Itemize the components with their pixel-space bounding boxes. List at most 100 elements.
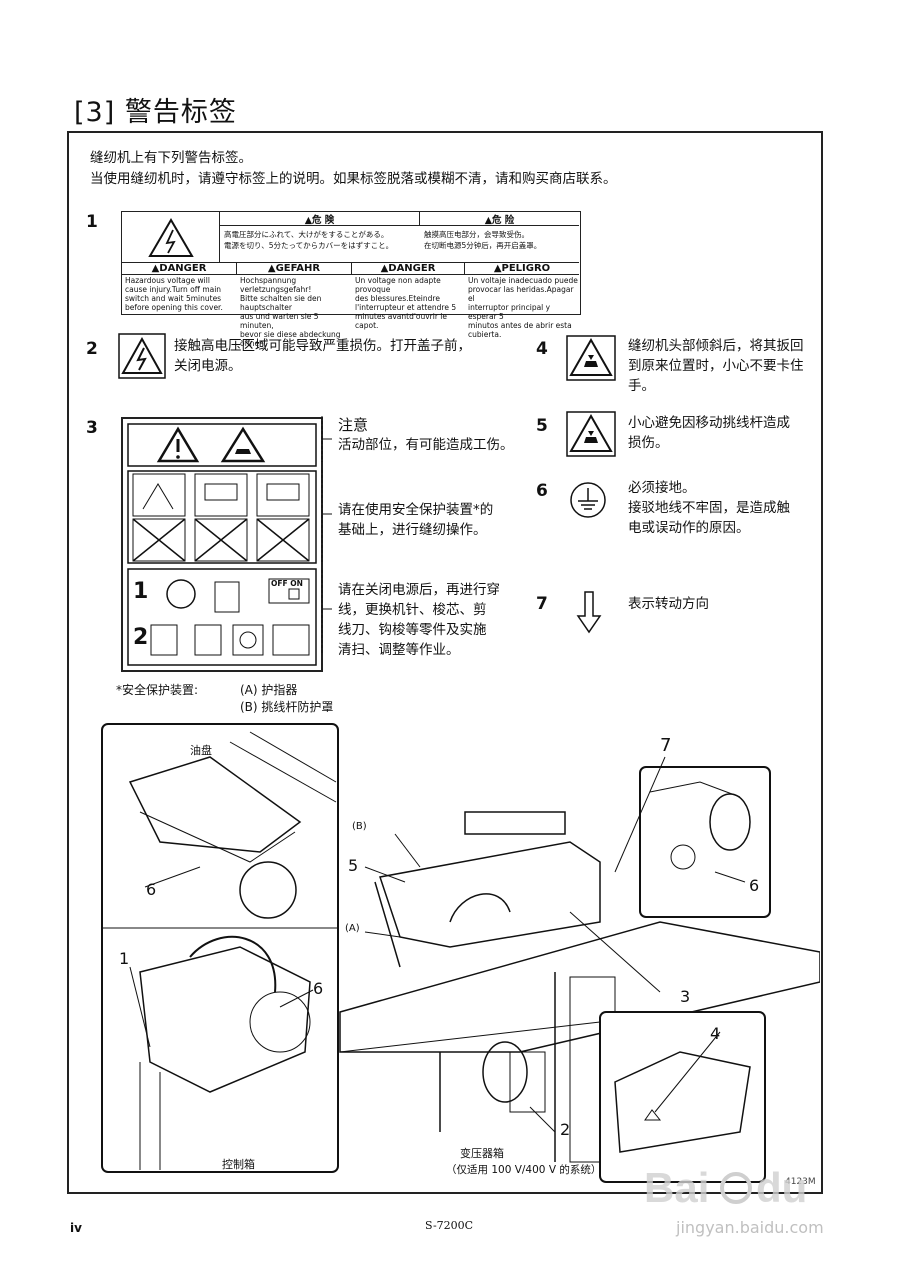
kiken-cn-text: 触摸高压电部分，会导致受伤。 在切断电源5分钟后，再开启盖罩。 <box>424 229 578 251</box>
item-number-2: 2 <box>86 339 98 359</box>
kiken-cn-line-1: 触摸高压电部分，会导致受伤。 <box>424 230 529 239</box>
item-3a-line-2: 活动部位，有可能造成工伤。 <box>338 437 514 453</box>
baidu-watermark-logo: Bai du <box>640 1160 840 1220</box>
danger-fr-line-3: l'interrupteur et attendre 5 <box>355 303 457 312</box>
watermark-url: jingyan.baidu.com <box>676 1218 824 1237</box>
high-voltage-icon <box>122 212 220 263</box>
content-frame <box>67 131 823 1194</box>
item-number-3: 3 <box>86 418 98 438</box>
callout-3: 3 <box>680 987 691 1006</box>
callout-a: (A) <box>345 923 360 934</box>
peligro-line-3: interruptor principal y esperar 5 <box>468 303 551 321</box>
kiken-cn-line-2: 在切断电源5分钟后，再开启盖罩。 <box>424 241 542 250</box>
kiken-jp-line-1: 高電圧部分にふれて、大けがをすることがある。 <box>224 230 389 239</box>
danger-en-line-4: before opening this cover. <box>125 303 223 312</box>
callout-1: 1 <box>119 949 130 968</box>
danger-en-line-2: cause injury.Turn off main <box>125 285 222 294</box>
intro-line-1: 缝纫机上有下列警告标签。 <box>90 150 252 166</box>
transformer-label: 变压器箱 <box>460 1147 504 1160</box>
control-box-label: 控制箱 <box>222 1158 255 1171</box>
danger-fr-text: Un voltage non adapte provoque des bless… <box>355 276 463 330</box>
danger-en-line-3: switch and wait 5minutes <box>125 294 222 303</box>
bracket-lines <box>321 416 332 654</box>
warning-label-1: ▲危 険 高電圧部分にふれて、大けがをすることがある。 電源を切り、5分たってか… <box>121 211 581 348</box>
label-divider <box>220 250 579 263</box>
item-3c-line-2: 线，更换机针、梭芯、剪 <box>338 602 487 618</box>
peligro-line-1: Un voltaje inadecuado puede <box>468 276 578 285</box>
danger-fr-heading: ▲DANGER <box>352 263 465 275</box>
high-voltage-warning-icon <box>118 333 166 383</box>
page-number: iv <box>70 1221 82 1235</box>
intro-line-2: 当使用缝纫机时，请遵守标签上的说明。如果标签脱落或模糊不清，请和购买商店联系。 <box>90 171 617 187</box>
item-3c-line-4: 清扫、调整等作业。 <box>338 642 460 658</box>
item-7-text: 表示转动方向 <box>628 596 709 612</box>
danger-fr-line-4: minutes avantd'ouvrir le capot. <box>355 312 448 330</box>
item-4-line-1: 缝纫机头部倾斜后，将其扳回 <box>628 338 804 354</box>
callout-5: 5 <box>348 856 359 875</box>
gefahr-heading: ▲GEFAHR <box>237 263 352 275</box>
gefahr-line-3: aus und warten sie 5 minuten, <box>240 312 319 330</box>
item-5-line-2: 损伤。 <box>628 435 669 451</box>
warning-label-3: 1 2 OFF ON <box>121 417 323 672</box>
callout-4: 4 <box>710 1024 721 1043</box>
danger-fr-line-2: des blessures.Eteindre <box>355 294 440 303</box>
item-3-guard-text: 请在使用安全保护装置*的 基础上，进行缝纫操作。 <box>338 500 538 540</box>
danger-fr-line-1: Un voltage non adapte provoque <box>355 276 441 294</box>
item-number-4: 4 <box>536 339 548 359</box>
item-number-7: 7 <box>536 594 548 614</box>
figure-id: 4123M <box>785 1177 816 1187</box>
step-2-number: 2 <box>133 625 149 650</box>
item-5-line-1: 小心避免因移动挑线杆造成 <box>628 415 790 431</box>
intro-text: 缝纫机上有下列警告标签。 当使用缝纫机时，请遵守标签上的说明。如果标签脱落或模糊… <box>90 148 617 190</box>
item-3-power-off-text: 请在关闭电源后，再进行穿 线，更换机针、梭芯、剪 线刀、钩梭等零件及实施 清扫、… <box>338 580 538 660</box>
item-4-line-2: 到原来位置时，小心不要卡住 <box>628 358 804 374</box>
callout-7: 7 <box>660 735 672 756</box>
item-3a-line-1: 注意 <box>338 416 369 434</box>
take-up-lever-warning-icon <box>566 411 616 461</box>
item-3c-line-1: 请在关闭电源后，再进行穿 <box>338 582 500 598</box>
item-5-text: 小心避免因移动挑线杆造成 损伤。 <box>628 413 822 453</box>
item-4-line-3: 手。 <box>628 378 655 394</box>
section-title: [3] 警告标签 <box>74 97 237 128</box>
kiken-jp-line-2: 電源を切り、5分たってからカバーをはずすこと。 <box>224 241 394 250</box>
gefahr-text: Hochspannung verletzungsgefahr! Bitte sc… <box>240 276 350 348</box>
peligro-line-2: provocar las heridas.Apagar el <box>468 285 574 303</box>
item-4-text: 缝纫机头部倾斜后，将其扳回 到原来位置时，小心不要卡住 手。 <box>628 336 822 396</box>
callout-b: (B) <box>352 821 367 832</box>
peligro-line-4: minutos antes de abrir esta cubierta. <box>468 321 572 339</box>
item-6-text: 必须接地。 接驳地线不牢固，是造成触 电或误动作的原因。 <box>628 478 822 538</box>
take-up-lever-cover-note: (B) 挑线杆防护罩 <box>240 700 334 714</box>
callout-6-oil-pan: 6 <box>146 880 157 899</box>
kiken-jp-text: 高電圧部分にふれて、大けがをすることがある。 電源を切り、5分たってからカバーを… <box>224 229 418 251</box>
danger-en-line-1: Hazardous voltage will <box>125 276 210 285</box>
callout-6-machine-head: 6 <box>749 876 760 895</box>
item-number-5: 5 <box>536 416 548 436</box>
kiken-jp-heading: ▲危 険 <box>220 212 420 226</box>
ground-icon <box>568 480 608 524</box>
item-3-caution-text: 注意 活动部位，有可能造成工伤。 <box>338 415 538 455</box>
transformer-note: （仅适用 100 V/400 V 的系统） <box>446 1164 602 1176</box>
item-2-line-2: 关闭电源。 <box>174 358 242 374</box>
off-on-switch-label: OFF ON <box>271 579 303 588</box>
danger-en-text: Hazardous voltage will cause injury.Turn… <box>125 276 235 312</box>
danger-en-heading: ▲DANGER <box>122 263 237 275</box>
finger-guard-note: (A) 护指器 <box>240 683 298 697</box>
item-3c-line-3: 线刀、钩梭等零件及实施 <box>338 622 487 638</box>
item-6-line-1: 必须接地。 <box>628 480 696 496</box>
oil-pan-label: 油盘 <box>190 744 212 757</box>
item-2-line-1: 接触高电压区域可能导致严重损伤。打开盖子前， <box>174 338 471 354</box>
svg-text:Bai: Bai <box>644 1164 709 1211</box>
item-6-line-3: 电或误动作的原因。 <box>628 520 750 536</box>
gefahr-line-4: bevor sie diese abdeckung öffnen. <box>240 330 341 348</box>
safety-device-label: *安全保护装置: <box>116 683 199 697</box>
peligro-heading: ▲PELIGRO <box>465 263 579 275</box>
item-6-line-2: 接驳地线不牢固，是造成触 <box>628 500 790 516</box>
item-3b-line-2: 基础上，进行缝纫操作。 <box>338 522 487 538</box>
gefahr-line-2: Bitte schalten sie den hauptschalter <box>240 294 322 312</box>
model-name: S-7200C <box>425 1219 474 1232</box>
peligro-text: Un voltaje inadecuado puede provocar las… <box>468 276 578 339</box>
kiken-cn-heading: ▲危 险 <box>420 212 579 226</box>
svg-text:du: du <box>756 1164 807 1211</box>
item-2-text: 接触高电压区域可能导致严重损伤。打开盖子前， 关闭电源。 <box>174 336 514 376</box>
item-3b-line-1: 请在使用安全保护装置*的 <box>338 502 494 518</box>
